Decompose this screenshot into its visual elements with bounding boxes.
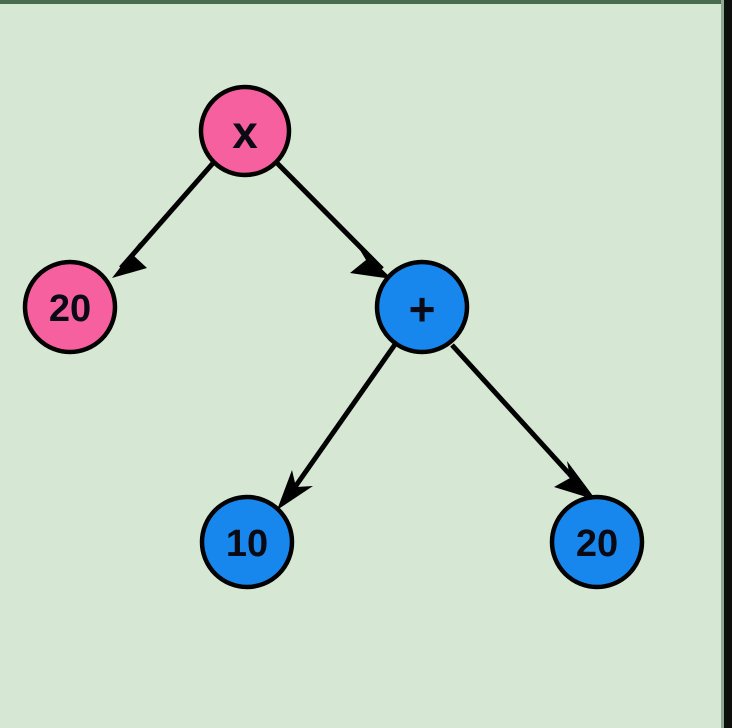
edge-layer — [112, 160, 596, 510]
canvas-top-border — [0, 0, 732, 4]
edge-plus-leaf10 — [277, 341, 399, 510]
edge-plus-leaf20 — [450, 343, 596, 500]
node-leaf-20[interactable]: 20 — [549, 494, 645, 590]
node-root-x[interactable]: x — [198, 84, 292, 178]
edge-root-left20 — [112, 160, 216, 278]
canvas-right-border — [724, 0, 732, 728]
node-plus[interactable]: + — [374, 259, 470, 355]
node-layer: x 20 + 10 20 — [22, 84, 645, 590]
canvas-right-border-inner — [721, 0, 724, 728]
node-leaf-10[interactable]: 10 — [199, 494, 295, 590]
node-left-20[interactable]: 20 — [22, 259, 118, 355]
edge-root-plus — [275, 161, 392, 279]
